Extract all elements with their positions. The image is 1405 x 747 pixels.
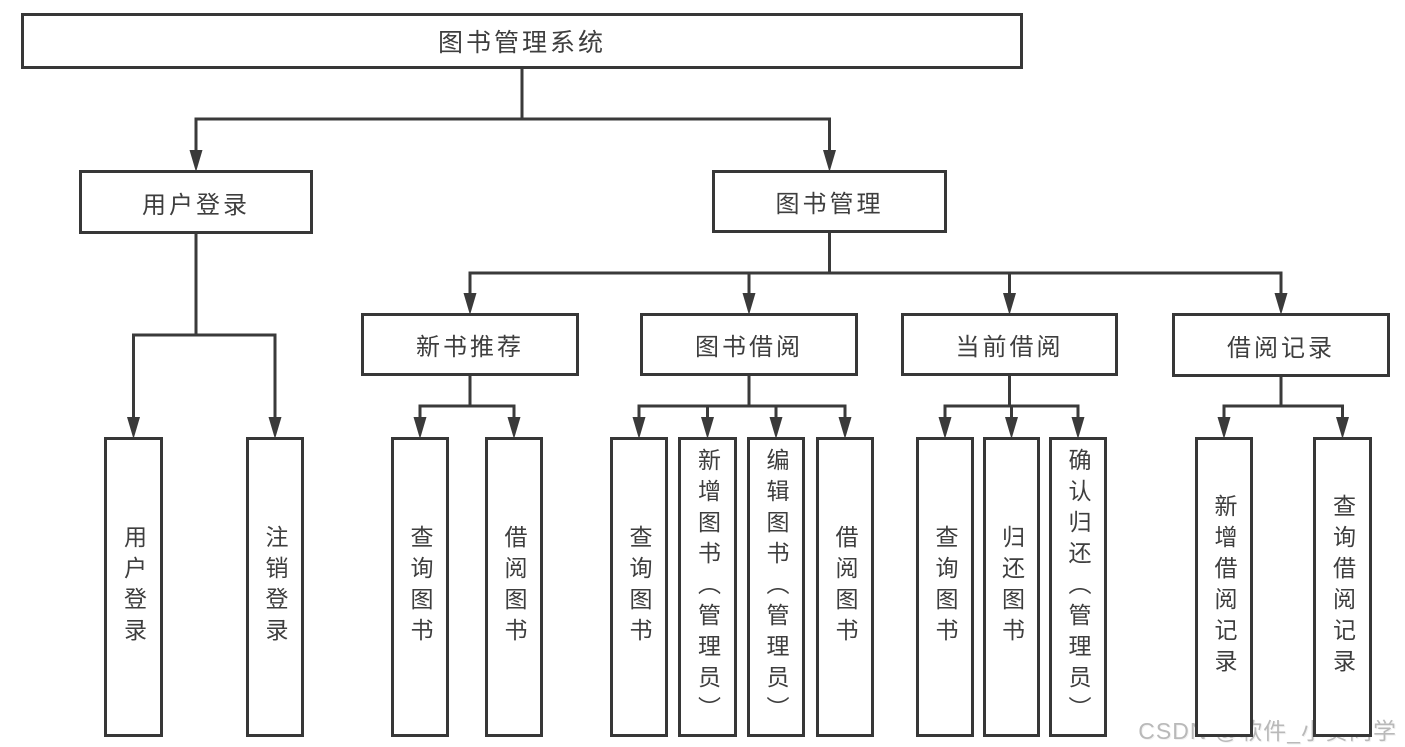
node-label-leaf-nb-query: 查询图书 bbox=[407, 525, 433, 649]
node-leaf-nb-query: 查询图书 bbox=[391, 437, 449, 737]
node-new-book: 新书推荐 bbox=[361, 313, 579, 376]
node-leaf-login: 用户登录 bbox=[104, 437, 163, 737]
node-leaf-bb-edit: 编辑图书（管理员） bbox=[747, 437, 805, 737]
node-user-login: 用户登录 bbox=[79, 170, 313, 234]
node-label-leaf-cb-confirm: 确认归还（管理员） bbox=[1065, 447, 1091, 727]
node-label-leaf-bb-edit: 编辑图书（管理员） bbox=[763, 447, 789, 727]
node-label-book-borrow: 图书借阅 bbox=[695, 334, 803, 361]
node-leaf-logout: 注销登录 bbox=[246, 437, 304, 737]
node-leaf-cb-query: 查询图书 bbox=[916, 437, 974, 737]
node-label-leaf-br-query: 查询借阅记录 bbox=[1329, 494, 1356, 680]
node-label-leaf-bb-borrow: 借阅图书 bbox=[832, 525, 858, 649]
node-leaf-bb-query: 查询图书 bbox=[610, 437, 668, 737]
node-label-current-borrow: 当前借阅 bbox=[955, 334, 1064, 361]
node-label-leaf-login: 用户登录 bbox=[120, 525, 147, 649]
node-label-leaf-nb-borrow: 借阅图书 bbox=[501, 525, 527, 649]
node-label-borrow-record: 借阅记录 bbox=[1227, 334, 1335, 362]
node-leaf-bb-borrow: 借阅图书 bbox=[816, 437, 874, 737]
node-leaf-br-query: 查询借阅记录 bbox=[1313, 437, 1372, 737]
node-leaf-cb-return: 归还图书 bbox=[983, 437, 1040, 737]
node-label-leaf-bb-add: 新增图书（管理员） bbox=[694, 447, 721, 727]
node-book-mgmt: 图书管理 bbox=[712, 170, 947, 233]
node-label-leaf-logout: 注销登录 bbox=[262, 525, 288, 649]
node-borrow-record: 借阅记录 bbox=[1172, 313, 1390, 377]
node-current-borrow: 当前借阅 bbox=[901, 313, 1118, 376]
node-label-new-book: 新书推荐 bbox=[416, 334, 524, 361]
node-label-user-login: 用户登录 bbox=[142, 191, 250, 219]
node-leaf-cb-confirm: 确认归还（管理员） bbox=[1049, 437, 1107, 737]
node-label-leaf-cb-return: 归还图书 bbox=[998, 525, 1025, 649]
node-label-leaf-bb-query: 查询图书 bbox=[626, 525, 652, 649]
node-leaf-br-add: 新增借阅记录 bbox=[1195, 437, 1253, 737]
node-label-root: 图书管理系统 bbox=[437, 29, 606, 57]
node-label-leaf-br-add: 新增借阅记录 bbox=[1211, 494, 1237, 680]
node-label-book-mgmt: 图书管理 bbox=[775, 191, 884, 218]
node-root: 图书管理系统 bbox=[21, 13, 1023, 69]
node-leaf-nb-borrow: 借阅图书 bbox=[485, 437, 543, 737]
node-label-leaf-cb-query: 查询图书 bbox=[932, 525, 958, 649]
node-book-borrow: 图书借阅 bbox=[640, 313, 858, 376]
node-leaf-bb-add: 新增图书（管理员） bbox=[678, 437, 737, 737]
